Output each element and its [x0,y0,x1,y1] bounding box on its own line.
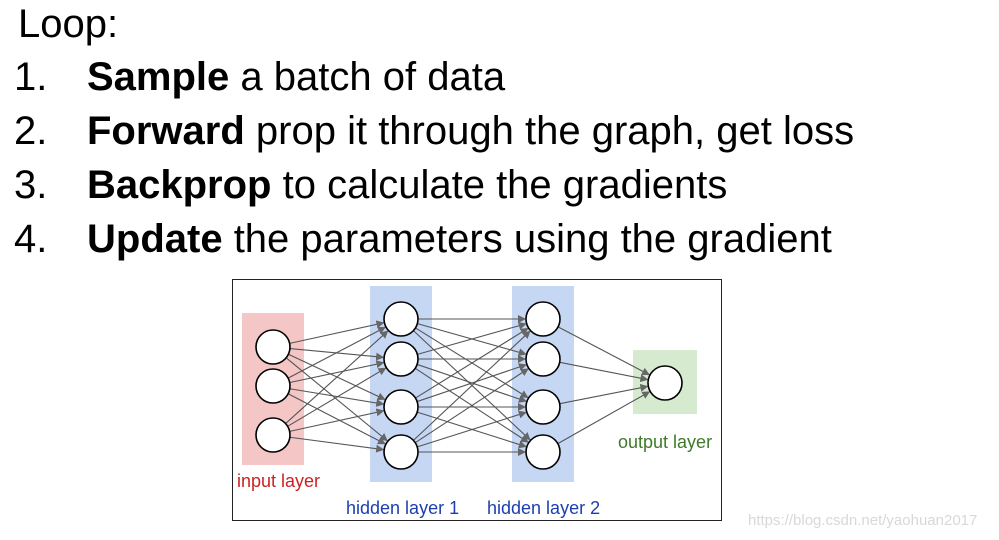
step-text: Backprop to calculate the gradients [87,158,727,212]
connection-arrow [413,330,531,441]
step-item: 1. Sample a batch of data [14,50,854,104]
hidden-2-neuron [525,341,561,377]
connection-arrow [417,410,527,448]
hidden-1-neuron [383,341,419,377]
hidden-2-neuron [525,389,561,425]
input-neuron [255,368,291,404]
step-list: 1. Sample a batch of data 2. Forward pro… [14,50,854,266]
connection-arrow [416,363,527,403]
connection-arrow [285,330,389,424]
hidden-layer-1-label: hidden layer 1 [346,498,460,518]
connection-arrow [557,391,651,445]
step-keyword: Sample [87,55,230,99]
connection-arrow [559,361,649,383]
step-item: 3. Backprop to calculate the gradients [14,158,854,212]
hidden-1-neuron [383,389,419,425]
step-number: 2. [14,109,48,153]
connection-arrow [417,321,527,355]
hidden-2-neuron [525,301,561,337]
connection-arrow [559,383,649,405]
connection-arrow [289,436,385,453]
connection-arrow [414,368,529,444]
step-item: 2. Forward prop it through the graph, ge… [14,104,854,158]
input-neuron [255,417,291,453]
neural-network-diagram: input layer hidden layer 1 hidden layer … [232,279,722,521]
connection-arrow [415,327,529,399]
hidden-1-neuron [383,301,419,337]
connection-arrow [287,393,386,445]
connection-arrow [289,360,385,384]
connection-arrow [287,367,387,427]
output-layer-label: output layer [618,432,713,452]
network-graph [242,286,697,482]
step-description: a batch of data [229,55,506,99]
step-description: prop it through the graph, get loss [244,109,855,153]
hidden-1-neuron [383,434,419,470]
step-number: 1. [14,55,48,99]
connection-arrow [289,408,385,432]
step-item: 4. Update the parameters using the gradi… [14,212,854,266]
step-keyword: Forward [87,109,245,153]
input-layer-label: input layer [237,471,321,491]
connection-arrow [289,388,385,407]
step-description: the parameters using the gradient [222,217,832,261]
connection-arrow [287,326,386,379]
step-keyword: Update [87,217,223,261]
output-neuron [647,365,683,401]
connection-arrow [285,357,388,442]
step-description: to calculate the gradients [271,163,728,207]
connection-arrow [289,320,385,344]
watermark: https://blog.csdn.net/yaohuan2017 [748,512,978,529]
hidden-2-neuron [525,434,561,470]
step-number: 4. [14,217,48,261]
hidden-layer-2-label: hidden layer 2 [487,498,601,518]
step-text: Sample a batch of data [87,50,505,104]
step-text: Update the parameters using the gradient [87,212,832,266]
loop-heading: Loop: [18,2,119,46]
input-neuron [255,329,291,365]
step-number: 3. [14,163,48,207]
connection-arrow [557,326,650,376]
step-text: Forward prop it through the graph, get l… [87,104,854,158]
step-keyword: Backprop [87,163,272,207]
